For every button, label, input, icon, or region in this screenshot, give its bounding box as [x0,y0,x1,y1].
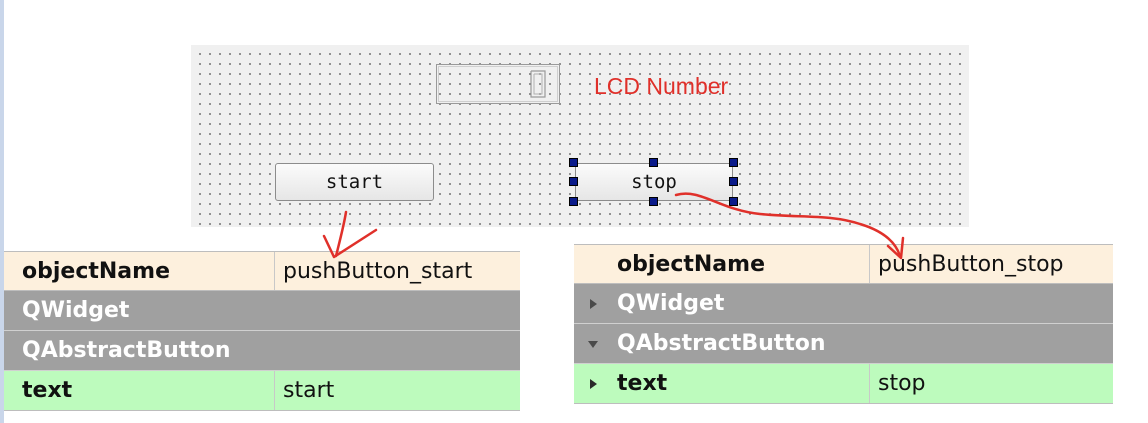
triangle-right-icon[interactable] [587,378,599,390]
property-key: objectName [617,251,765,277]
property-group-qabstractbutton[interactable]: QAbstractButton [4,331,520,371]
property-row-objectname[interactable]: objectName pushButton_start [4,251,520,291]
group-label: QWidget [617,291,725,316]
property-key: text [22,378,73,403]
selection-handle-middle-left[interactable] [569,177,578,186]
property-group-qabstractbutton[interactable]: QAbstractButton [574,324,1113,364]
cropped-property-row [4,238,520,252]
selection-handle-top-left[interactable] [569,158,578,167]
property-editor-stop: objectName pushButton_stop QWidget QAbst… [574,244,1113,404]
selection-handle-bottom-left[interactable] [569,197,578,206]
property-editor-start: objectName pushButton_start QWidget QAbs… [4,251,520,411]
property-row-text[interactable]: text stop [574,364,1113,404]
selection-handle-top-right[interactable] [729,158,738,167]
start-button[interactable]: start [275,163,434,201]
triangle-down-icon[interactable] [587,338,599,350]
property-key: text [617,371,668,396]
property-row-text[interactable]: text start [4,371,520,411]
selection-handle-top-middle[interactable] [649,158,658,167]
property-group-qwidget[interactable]: QWidget [574,284,1113,324]
window-edge [0,0,4,423]
group-label: QAbstractButton [617,331,826,356]
property-key: objectName [22,258,170,284]
property-group-qwidget[interactable]: QWidget [4,291,520,331]
property-value[interactable]: pushButton_stop [869,245,1113,283]
group-label: QWidget [22,298,130,323]
selection-handle-bottom-middle[interactable] [649,197,658,206]
selection-handle-bottom-right[interactable] [729,197,738,206]
property-value[interactable]: pushButton_start [274,252,520,290]
stop-button[interactable]: stop [575,163,733,201]
group-label: QAbstractButton [22,338,231,363]
triangle-right-icon[interactable] [587,298,599,310]
property-row-objectname[interactable]: objectName pushButton_stop [574,244,1113,284]
selection-handle-middle-right[interactable] [729,177,738,186]
form-canvas[interactable]: 0 LCD Number start stop [191,45,969,227]
lcd-number-annotation: LCD Number [594,73,729,99]
lcd-number-widget[interactable]: 0 [436,64,560,104]
lcd-inner-frame [438,66,558,102]
property-value[interactable]: stop [869,364,1113,403]
property-value[interactable]: start [274,371,520,410]
lcd-digit-icon [530,70,546,98]
